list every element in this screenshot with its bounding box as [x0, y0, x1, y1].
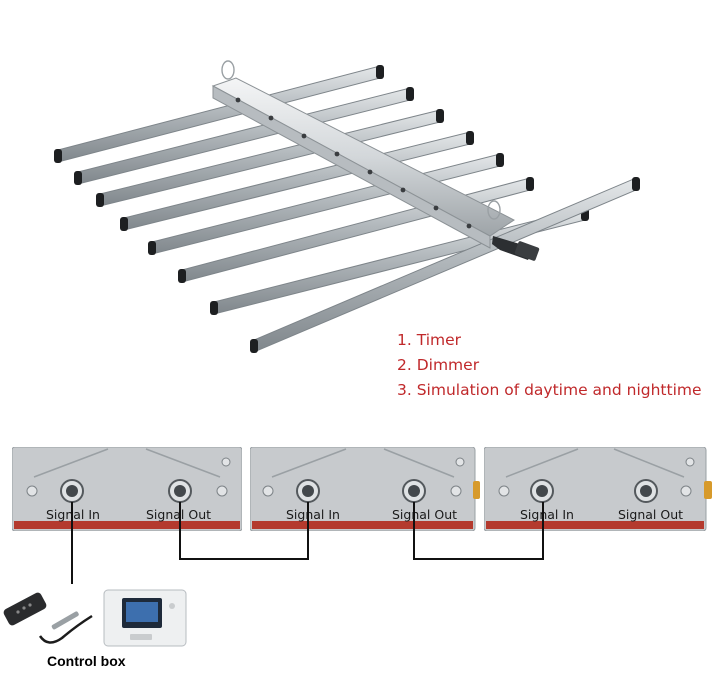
signal-out-label: Signal Out: [618, 507, 684, 522]
driver-box-1: Signal In Signal Out: [12, 447, 242, 531]
feature-list: 1. Timer 2. Dimmer 3. Simulation of dayt…: [397, 328, 702, 403]
signal-in-label: Signal In: [286, 507, 340, 522]
spine-screw: [301, 133, 307, 139]
led-bar-end-cap: [250, 339, 258, 353]
temperature-probe-icon: [38, 611, 93, 644]
led-bar-end-cap: [210, 301, 218, 315]
signal-in-connector-icon: [60, 479, 84, 503]
led-grow-light-fixture: [54, 60, 640, 353]
driver-box-2: Signal In Signal Out: [250, 447, 480, 531]
spine-screw: [433, 205, 439, 211]
signal-in-connector-icon: [296, 479, 320, 503]
feature-item-day-night-simulation: 3. Simulation of daytime and nighttime: [397, 381, 702, 399]
driver-box-3: Signal In Signal Out: [484, 447, 714, 531]
driver-box-icon: [484, 447, 712, 531]
box2-to-box3-wire: [413, 502, 544, 560]
signal-out-label: Signal Out: [146, 507, 212, 522]
signal-in-connector-icon: [530, 479, 554, 503]
feature-item-timer: 1. Timer: [397, 331, 462, 349]
control-box-devices: [3, 589, 187, 647]
led-bar-end-cap: [376, 65, 384, 79]
spine-screw: [268, 115, 274, 121]
led-bar-end-cap: [526, 177, 534, 191]
signal-out-label: Signal Out: [392, 507, 458, 522]
control-box-label: Control box: [47, 653, 126, 669]
led-bar-end-cap: [436, 109, 444, 123]
led-bar-end-cap: [54, 149, 62, 163]
led-bar-end-cap: [178, 269, 186, 283]
signal-out-connector-icon: [634, 479, 658, 503]
box1-to-box2-wire: [179, 502, 309, 560]
led-bar-end-cap: [120, 217, 128, 231]
remote-control-icon: [3, 592, 47, 626]
led-bar-end-cap: [74, 171, 82, 185]
driver-box-icon: [12, 447, 242, 531]
spine-screw: [334, 151, 340, 157]
led-bar-end-cap: [466, 131, 474, 145]
led-bar-end-cap: [96, 193, 104, 207]
spine-screw: [466, 223, 472, 229]
spine-screw: [367, 169, 373, 175]
spine-screw: [400, 187, 406, 193]
led-bar-end-cap: [632, 177, 640, 191]
led-bar-end-cap: [148, 241, 156, 255]
led-bar-end-cap: [406, 87, 414, 101]
feature-item-dimmer: 2. Dimmer: [397, 356, 480, 374]
led-bar-end-cap: [496, 153, 504, 167]
signal-in-label: Signal In: [520, 507, 574, 522]
controller-unit-icon: [103, 589, 187, 647]
spine-screw: [235, 97, 241, 103]
driver-box-icon: [250, 447, 480, 531]
